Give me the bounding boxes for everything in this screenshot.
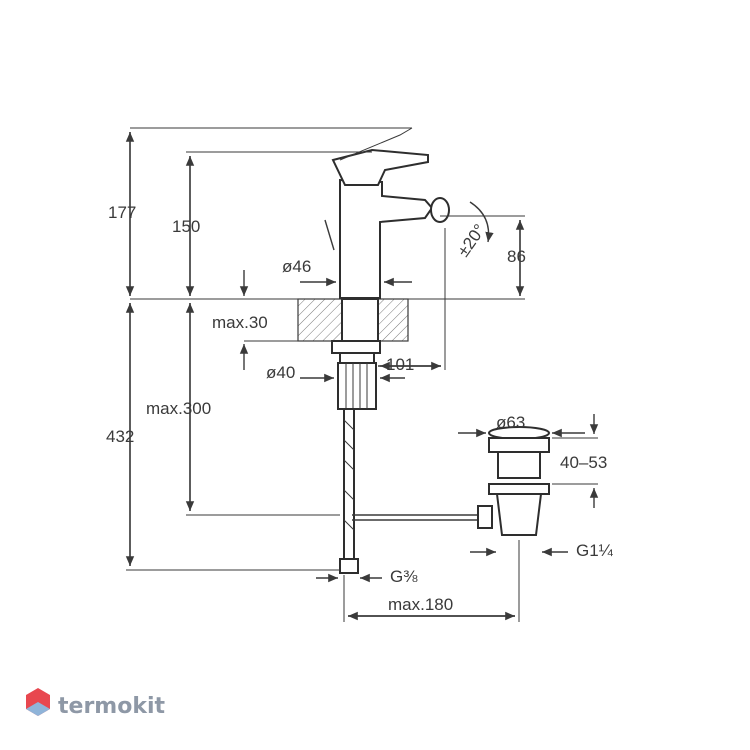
- waste-diameter-label: ø63: [496, 413, 525, 432]
- inlet-thread-label: G⅜: [390, 567, 418, 586]
- spout-height-label: 150: [172, 217, 200, 236]
- swivel-angle-label: ±20°: [454, 221, 490, 261]
- watermark: termokit: [26, 688, 165, 719]
- outlet-height-label: 86: [507, 247, 526, 266]
- termokit-logo-icon: [26, 688, 50, 716]
- dimension-lines: [125, 127, 599, 622]
- hose-length-label: max.300: [146, 399, 211, 418]
- below-deck-label: 432: [106, 427, 134, 446]
- deck-thickness-label: max.30: [212, 313, 268, 332]
- spout-reach-label: 101: [386, 355, 414, 374]
- waste-assembly: [488, 426, 550, 536]
- faucet-body: [324, 127, 493, 574]
- shank-diameter-label: ø40: [266, 363, 295, 382]
- watermark-brand: termokit: [58, 694, 165, 719]
- rod-length-label: max.180: [388, 595, 453, 614]
- waste-thread-label: G1¼: [576, 541, 614, 560]
- countertop-section: [130, 298, 525, 342]
- overall-height-label: 177: [108, 203, 136, 222]
- body-diameter-label: ø46: [282, 257, 311, 276]
- waste-range-label: 40–53: [560, 453, 607, 472]
